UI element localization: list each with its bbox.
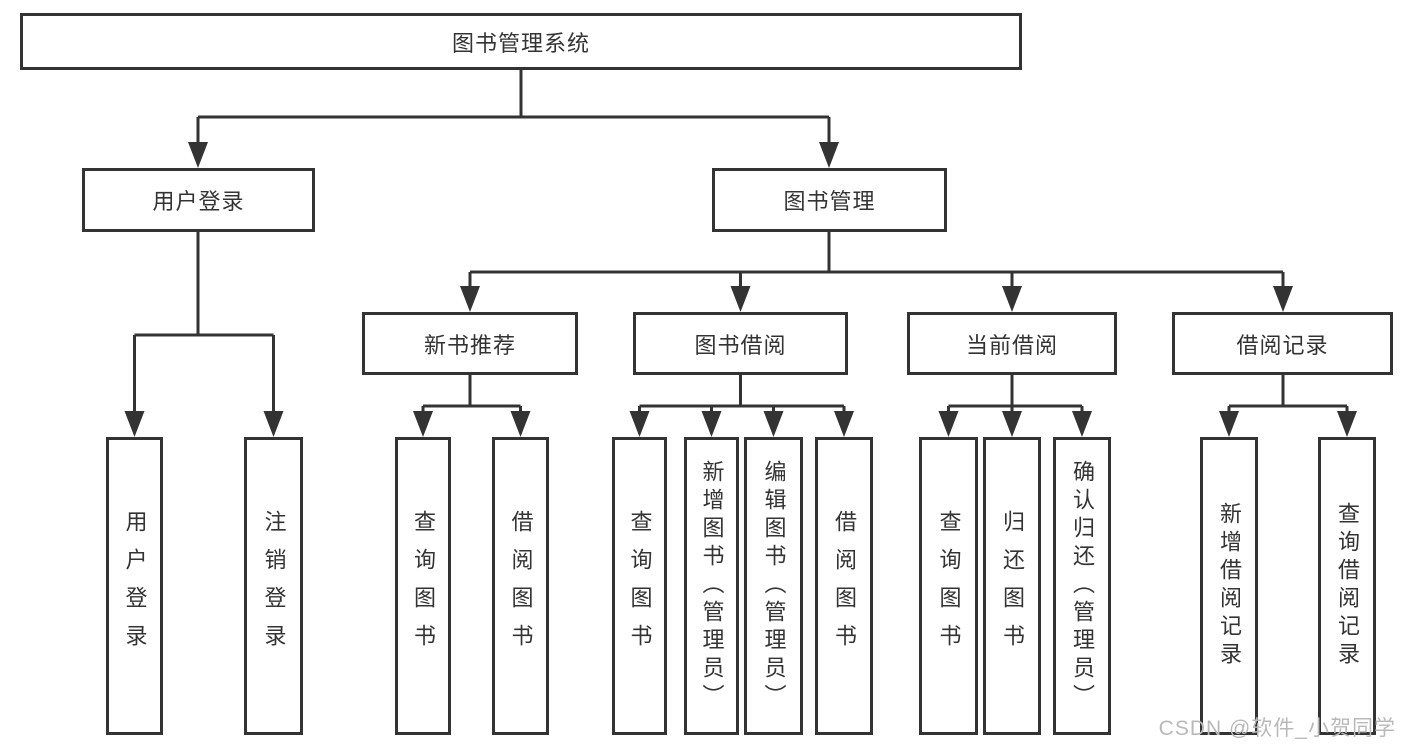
leaf-borrow-books-label: 借阅图书 — [832, 510, 857, 662]
node-borrow-records-label: 借阅记录 — [1236, 332, 1329, 358]
leaf-borrow-books-recommend: 借阅图书 — [492, 437, 549, 735]
leaf-query-books-recommend: 查询图书 — [395, 437, 451, 735]
leaf-query-books-borrowing-label: 查询图书 — [627, 510, 653, 662]
leaf-confirm-return-admin: 确认归还（管理员） — [1053, 437, 1111, 735]
node-new-book-recommend-label: 新书推荐 — [423, 332, 516, 358]
leaf-user-login-label: 用户登录 — [122, 510, 148, 662]
leaf-borrow-books-recommend-label: 借阅图书 — [508, 510, 534, 662]
leaf-edit-books-admin-label: 编辑图书（管理员） — [761, 460, 787, 712]
node-current-borrowing: 当前借阅 — [907, 312, 1117, 375]
node-book-management-label: 图书管理 — [783, 189, 876, 214]
leaf-confirm-return-admin-label: 确认归还（管理员） — [1070, 460, 1095, 712]
leaf-logout: 注销登录 — [244, 437, 303, 735]
leaf-edit-books-admin: 编辑图书（管理员） — [744, 437, 803, 735]
leaf-query-books-current: 查询图书 — [919, 437, 978, 735]
node-root-system-label: 图书管理系统 — [451, 30, 590, 56]
leaf-logout-label: 注销登录 — [261, 510, 287, 662]
csdn-watermark: CSDN @软件_小贺同学 — [1158, 717, 1396, 740]
leaf-add-borrow-record-label: 新增借阅记录 — [1217, 502, 1242, 670]
leaf-add-books-admin: 新增图书（管理员） — [684, 437, 739, 735]
node-current-borrowing-label: 当前借阅 — [965, 332, 1058, 358]
node-borrow-records: 借阅记录 — [1172, 312, 1393, 375]
leaf-query-books-recommend-label: 查询图书 — [411, 510, 436, 662]
leaf-borrow-books: 借阅图书 — [815, 437, 873, 735]
node-book-borrowing: 图书借阅 — [633, 312, 848, 375]
leaf-return-books: 归还图书 — [983, 437, 1041, 735]
leaf-add-books-admin-label: 新增图书（管理员） — [699, 460, 725, 712]
leaf-query-books-current-label: 查询图书 — [936, 510, 962, 662]
leaf-query-books-borrowing: 查询图书 — [612, 437, 667, 735]
node-book-borrowing-label: 图书借阅 — [694, 332, 787, 358]
node-book-management: 图书管理 — [712, 168, 947, 232]
node-new-book-recommend: 新书推荐 — [362, 312, 578, 375]
leaf-return-books-label: 归还图书 — [1000, 510, 1025, 662]
node-user-login-label: 用户登录 — [152, 189, 245, 214]
leaf-query-borrow-record: 查询借阅记录 — [1318, 437, 1376, 735]
node-root-system: 图书管理系统 — [20, 13, 1022, 70]
leaf-add-borrow-record: 新增借阅记录 — [1200, 437, 1258, 735]
leaf-query-borrow-record-label: 查询借阅记录 — [1335, 502, 1360, 670]
node-user-login: 用户登录 — [82, 168, 315, 232]
leaf-user-login: 用户登录 — [106, 437, 163, 735]
